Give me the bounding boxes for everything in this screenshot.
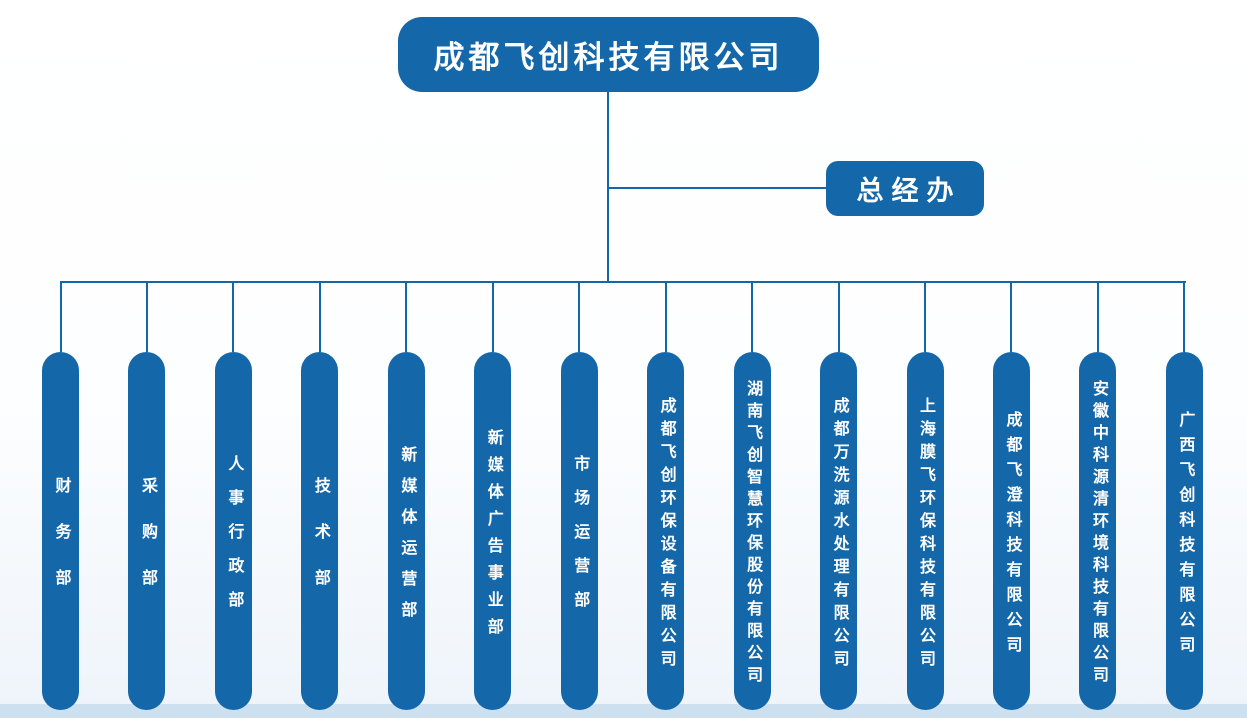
department-node: 成都飞创环保设备有限公司	[647, 283, 685, 710]
department-node: 广西飞创科技有限公司	[1165, 283, 1203, 710]
department-row: 财务部 采购部 人事行政部 技术部 新媒体运营部 新媒体广告事业部	[42, 283, 1203, 710]
department-label: 成都万洗源水处理有限公司	[830, 396, 848, 673]
department-node: 新媒体运营部	[387, 283, 425, 710]
department-label: 安徽中科源清环境科技有限公司	[1089, 380, 1107, 688]
department-node: 新媒体广告事业部	[474, 283, 512, 710]
department-node: 财务部	[42, 283, 79, 710]
connector-drop-line	[145, 283, 148, 352]
department-node: 成都万洗源水处理有限公司	[820, 283, 858, 710]
connector-drop-line	[578, 283, 581, 352]
org-root-label: 成都飞创科技有限公司	[433, 40, 784, 75]
connector-drop-line	[1183, 283, 1186, 352]
department-pill: 湖南飞创智慧环保股份有限公司	[733, 352, 771, 710]
connector-drop-line	[491, 283, 494, 352]
gm-office-label: 总经办	[856, 176, 962, 206]
department-node: 成都飞澄科技有限公司	[992, 283, 1030, 710]
department-label: 人事行政部	[225, 455, 243, 625]
department-label: 湖南飞创智慧环保股份有限公司	[744, 380, 762, 688]
department-label: 采购部	[138, 477, 156, 615]
connector-drop-line	[318, 283, 321, 352]
department-pill: 成都万洗源水处理有限公司	[820, 352, 858, 710]
department-pill: 采购部	[128, 352, 166, 710]
department-label: 新媒体运营部	[398, 445, 416, 632]
department-pill: 成都飞澄科技有限公司	[992, 352, 1030, 710]
connector-gm-office-branch-line	[608, 187, 826, 189]
connector-drop-line	[59, 283, 62, 352]
department-pill: 新媒体运营部	[387, 352, 425, 710]
connector-drop-line	[405, 283, 408, 352]
department-node: 人事行政部	[214, 283, 252, 710]
department-label: 成都飞澄科技有限公司	[1003, 410, 1021, 661]
department-node: 采购部	[128, 283, 166, 710]
department-pill: 技术部	[301, 352, 339, 710]
department-label: 财务部	[52, 477, 70, 615]
department-pill: 市场运营部	[560, 352, 598, 710]
connector-distribution-line	[60, 281, 1186, 283]
department-node: 技术部	[301, 283, 339, 710]
department-pill: 成都飞创环保设备有限公司	[647, 352, 685, 710]
department-label: 市场运营部	[571, 455, 589, 625]
department-pill: 财务部	[42, 352, 79, 710]
department-label: 新媒体广告事业部	[484, 428, 502, 645]
connector-drop-line	[751, 283, 754, 352]
department-label: 上海膜飞环保科技有限公司	[917, 396, 935, 673]
connector-drop-line	[924, 283, 927, 352]
connector-drop-line	[1010, 283, 1013, 352]
org-root-node: 成都飞创科技有限公司	[398, 17, 819, 92]
department-pill: 上海膜飞环保科技有限公司	[906, 352, 944, 710]
department-node: 湖南飞创智慧环保股份有限公司	[733, 283, 771, 710]
department-pill: 广西飞创科技有限公司	[1165, 352, 1203, 710]
department-pill: 安徽中科源清环境科技有限公司	[1079, 352, 1117, 710]
department-node: 市场运营部	[560, 283, 598, 710]
connector-drop-line	[1096, 283, 1099, 352]
department-pill: 人事行政部	[214, 352, 252, 710]
department-label: 成都飞创环保设备有限公司	[657, 396, 675, 673]
department-pill: 新媒体广告事业部	[474, 352, 512, 710]
department-label: 技术部	[311, 477, 329, 615]
connector-drop-line	[664, 283, 667, 352]
connector-drop-line	[837, 283, 840, 352]
department-node: 上海膜飞环保科技有限公司	[906, 283, 944, 710]
connector-drop-line	[232, 283, 235, 352]
department-node: 安徽中科源清环境科技有限公司	[1079, 283, 1117, 710]
gm-office-node: 总经办	[826, 161, 984, 216]
department-label: 广西飞创科技有限公司	[1176, 410, 1194, 661]
